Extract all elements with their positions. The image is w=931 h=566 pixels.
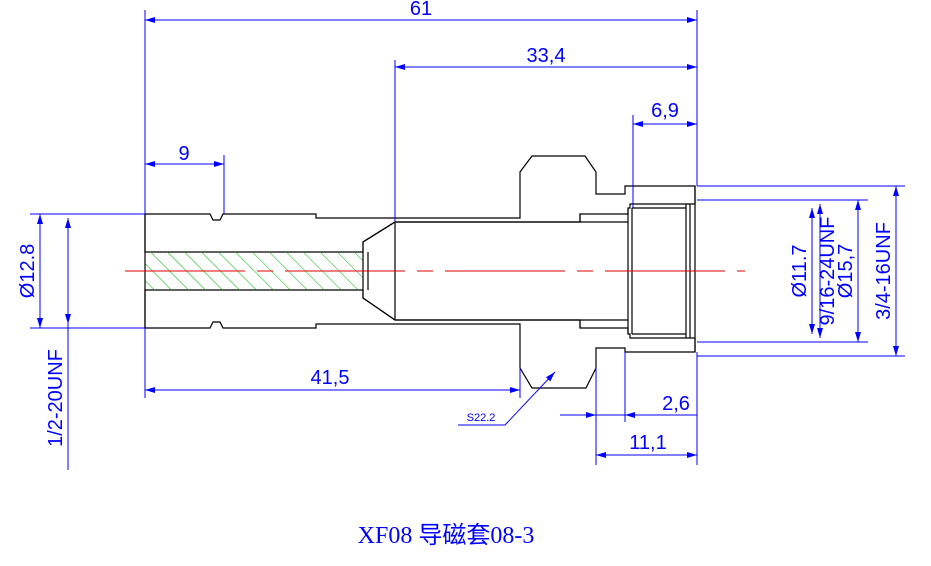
dim-inner-diameter: Ø11.7 [789,245,811,298]
dimension-labels: 61 33,4 6,9 9 41,5 2,6 11,1 S22.2 Ø12.8 … [17,0,895,454]
dim-relief-width: 2,6 [662,393,690,415]
dim-left-groove: 9 [178,143,189,165]
dim-right-counterbore: 6,9 [651,100,679,122]
dimensions [30,10,905,470]
drawing-caption: XF08 导磁套08-3 [358,522,535,549]
dim-overall-length: 61 [410,0,432,20]
dim-inner-thread: 9/16-24UNF [817,217,839,326]
upper-section [144,155,696,253]
part-section [144,155,696,389]
dim-bore-length: 33,4 [527,45,566,67]
lower-section [144,289,696,389]
dim-nut-length: 11,1 [629,432,666,454]
dim-left-thread: 1/2-20UNF [45,349,67,447]
dim-sr-radius: S22.2 [467,412,496,424]
dim-outer-thread: 3/4-16UNF [873,222,895,320]
dim-left-diameter: Ø12.8 [17,244,39,298]
dim-outer-diameter: Ø15,7 [835,244,857,298]
dim-shoulder-length: 41,5 [311,367,350,389]
